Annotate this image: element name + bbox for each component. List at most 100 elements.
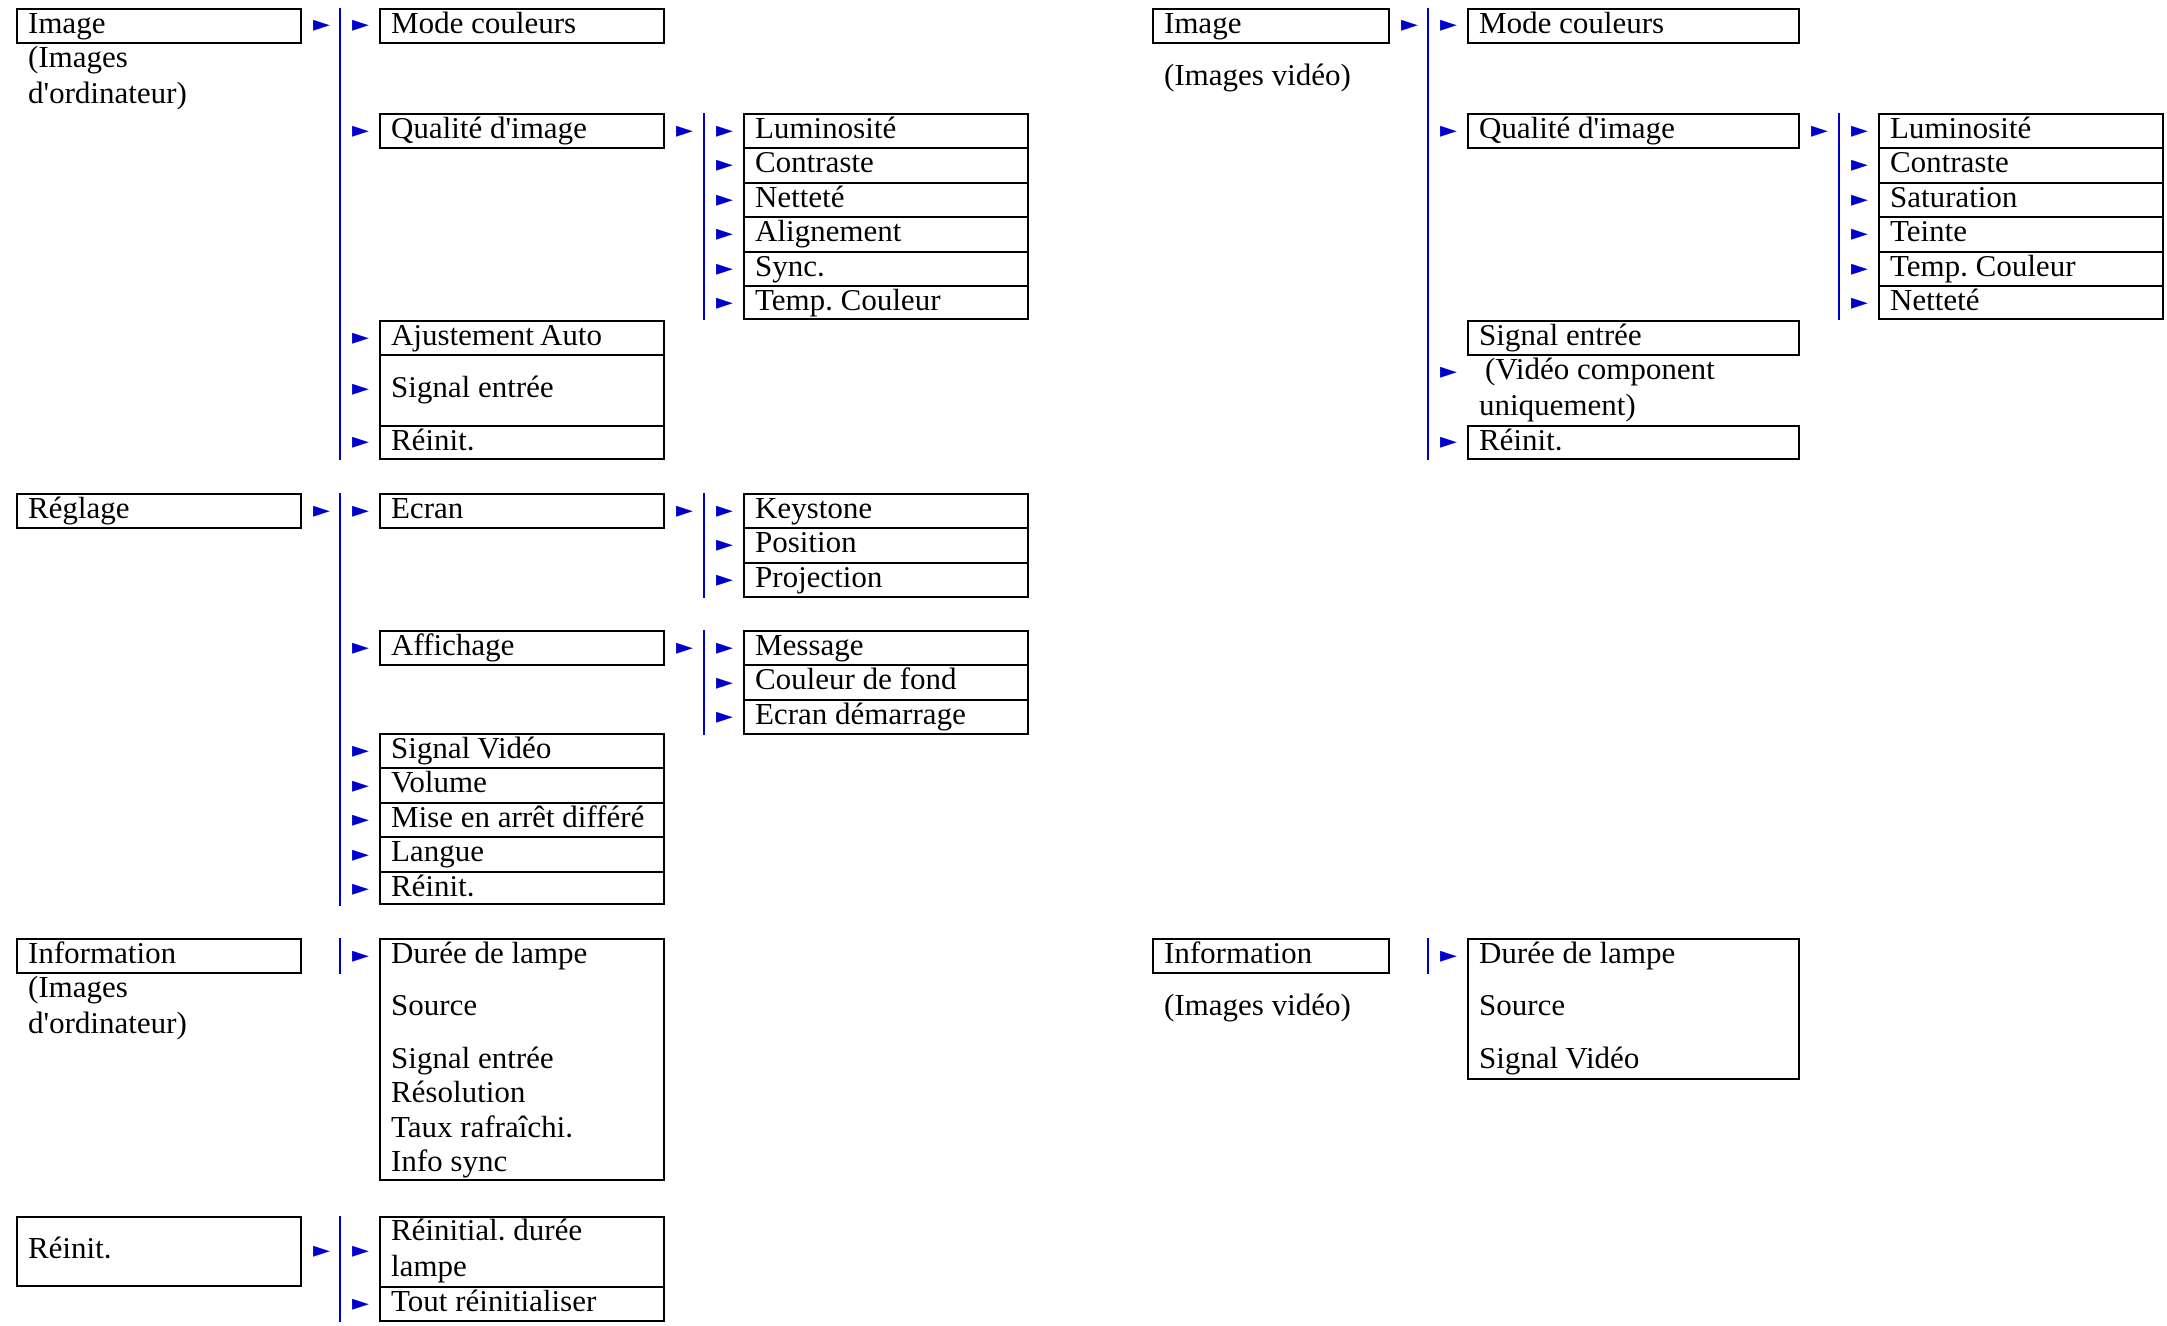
arrow-icon: ► (313, 498, 330, 523)
video-signal-note-1: (Vidéo component (1485, 351, 1715, 386)
arrow-icon: ► (676, 118, 693, 143)
ecran-item-keystone: Keystone (755, 490, 873, 525)
video-reinit-label: Réinit. (1479, 422, 1563, 457)
mode-couleurs-label: Mode couleurs (391, 5, 577, 40)
video-qualite-branch-line (1838, 113, 1840, 320)
divider (743, 699, 1029, 701)
arrow-icon: ► (352, 738, 369, 763)
video-info-root-label: Information (1164, 935, 1313, 970)
reglage-item-langue: Langue (391, 833, 484, 868)
arrow-icon: ► (352, 118, 369, 143)
arrow-icon: ► (1440, 943, 1457, 968)
arrow-icon: ► (716, 670, 733, 695)
arrow-icon: ► (352, 12, 369, 37)
qualite-item-nettete: Netteté (755, 179, 845, 214)
divider (379, 1286, 665, 1288)
video-qualite-item-luminosite: Luminosité (1890, 110, 2032, 145)
reglage-root-box (16, 493, 302, 529)
ecran-label: Ecran (391, 490, 464, 525)
video-info-root-box (1152, 938, 1390, 974)
video-mode-couleurs-box (1467, 8, 1800, 44)
tout-reinitialiser-label: Tout réinitialiser (391, 1283, 597, 1318)
affichage-item-ecran-demarrage: Ecran démarrage (755, 696, 966, 731)
video-image-root-label: Image (1164, 5, 1242, 40)
qualite-label: Qualité d'image (391, 110, 587, 145)
arrow-icon: ► (352, 773, 369, 798)
arrow-icon: ► (352, 325, 369, 350)
video-info-item-source: Source (1479, 987, 1566, 1022)
divider (743, 182, 1029, 184)
affichage-items-box (743, 630, 1029, 735)
arrow-icon: ► (1811, 118, 1828, 143)
divider (743, 216, 1029, 218)
video-image-root-box (1152, 8, 1390, 44)
arrow-icon: ► (1851, 290, 1868, 315)
reinit-lampe-label-2: lampe (391, 1248, 467, 1283)
arrow-icon: ► (1851, 187, 1868, 212)
divider (743, 285, 1029, 287)
arrow-icon: ► (352, 876, 369, 901)
arrow-icon: ► (1440, 12, 1457, 37)
video-info-branch-line (1427, 938, 1429, 974)
arrow-icon: ► (1440, 429, 1457, 454)
affichage-item-message: Message (755, 627, 864, 662)
arrow-icon: ► (352, 1291, 369, 1316)
qualite-item-contraste: Contraste (755, 144, 874, 179)
reglage-item-arret-differe: Mise en arrêt différé (391, 799, 645, 834)
divider (1878, 182, 2164, 184)
arrow-icon: ► (352, 376, 369, 401)
info-branch-line (339, 938, 341, 974)
divider (379, 425, 665, 427)
arrow-icon: ► (716, 704, 733, 729)
ecran-items-box (743, 493, 1029, 598)
mode-couleurs-box (379, 8, 665, 44)
arrow-icon: ► (1440, 118, 1457, 143)
affichage-box (379, 630, 665, 666)
reinit-lampe-label-1: Réinitial. durée (391, 1212, 583, 1247)
reinit-root-box (16, 1216, 302, 1287)
arrow-icon: ► (352, 635, 369, 660)
divider (743, 147, 1029, 149)
video-qualite-item-saturation: Saturation (1890, 179, 2018, 214)
image-root-box (16, 8, 302, 44)
arrow-icon: ► (1851, 221, 1868, 246)
arrow-icon: ► (352, 842, 369, 867)
image-reinit-label: Réinit. (391, 422, 475, 457)
divider (1878, 285, 2164, 287)
arrow-icon: ► (313, 1238, 330, 1263)
qualite-item-temp-couleur: Temp. Couleur (755, 282, 941, 317)
affichage-branch-line (703, 630, 705, 735)
divider (1878, 147, 2164, 149)
arrow-icon: ► (313, 12, 330, 37)
ajustement-auto-label: Ajustement Auto (391, 317, 602, 352)
divider (1878, 216, 2164, 218)
ecran-item-position: Position (755, 524, 857, 559)
arrow-icon: ► (676, 635, 693, 660)
video-info-items-box (1467, 938, 1800, 1080)
divider (743, 527, 1029, 529)
arrow-icon: ► (716, 290, 733, 315)
divider (1878, 251, 2164, 253)
video-image-root-note: (Images vidéo) (1164, 57, 1351, 92)
qualite-item-luminosite: Luminosité (755, 110, 897, 145)
divider (743, 664, 1029, 666)
arrow-icon: ► (716, 152, 733, 177)
video-info-root-note: (Images vidéo) (1164, 987, 1351, 1022)
reinit-root-label: Réinit. (28, 1230, 112, 1265)
divider (379, 354, 665, 356)
info-item-taux-rafraichi: Taux rafraîchi. (391, 1109, 574, 1144)
qualite-item-alignement: Alignement (755, 213, 902, 248)
video-qualite-item-teinte: Teinte (1890, 213, 1968, 248)
video-signal-entree-box (1467, 320, 1800, 356)
arrow-icon: ► (716, 221, 733, 246)
arrow-icon: ► (716, 256, 733, 281)
arrow-icon: ► (716, 567, 733, 592)
arrow-icon: ► (1851, 118, 1868, 143)
info-items-box (379, 938, 665, 1181)
divider (379, 802, 665, 804)
arrow-icon: ► (1440, 359, 1457, 384)
reglage-root-label: Réglage (28, 490, 130, 525)
signal-entree-label: Signal entrée (391, 369, 554, 404)
info-item-resolution: Résolution (391, 1074, 526, 1109)
